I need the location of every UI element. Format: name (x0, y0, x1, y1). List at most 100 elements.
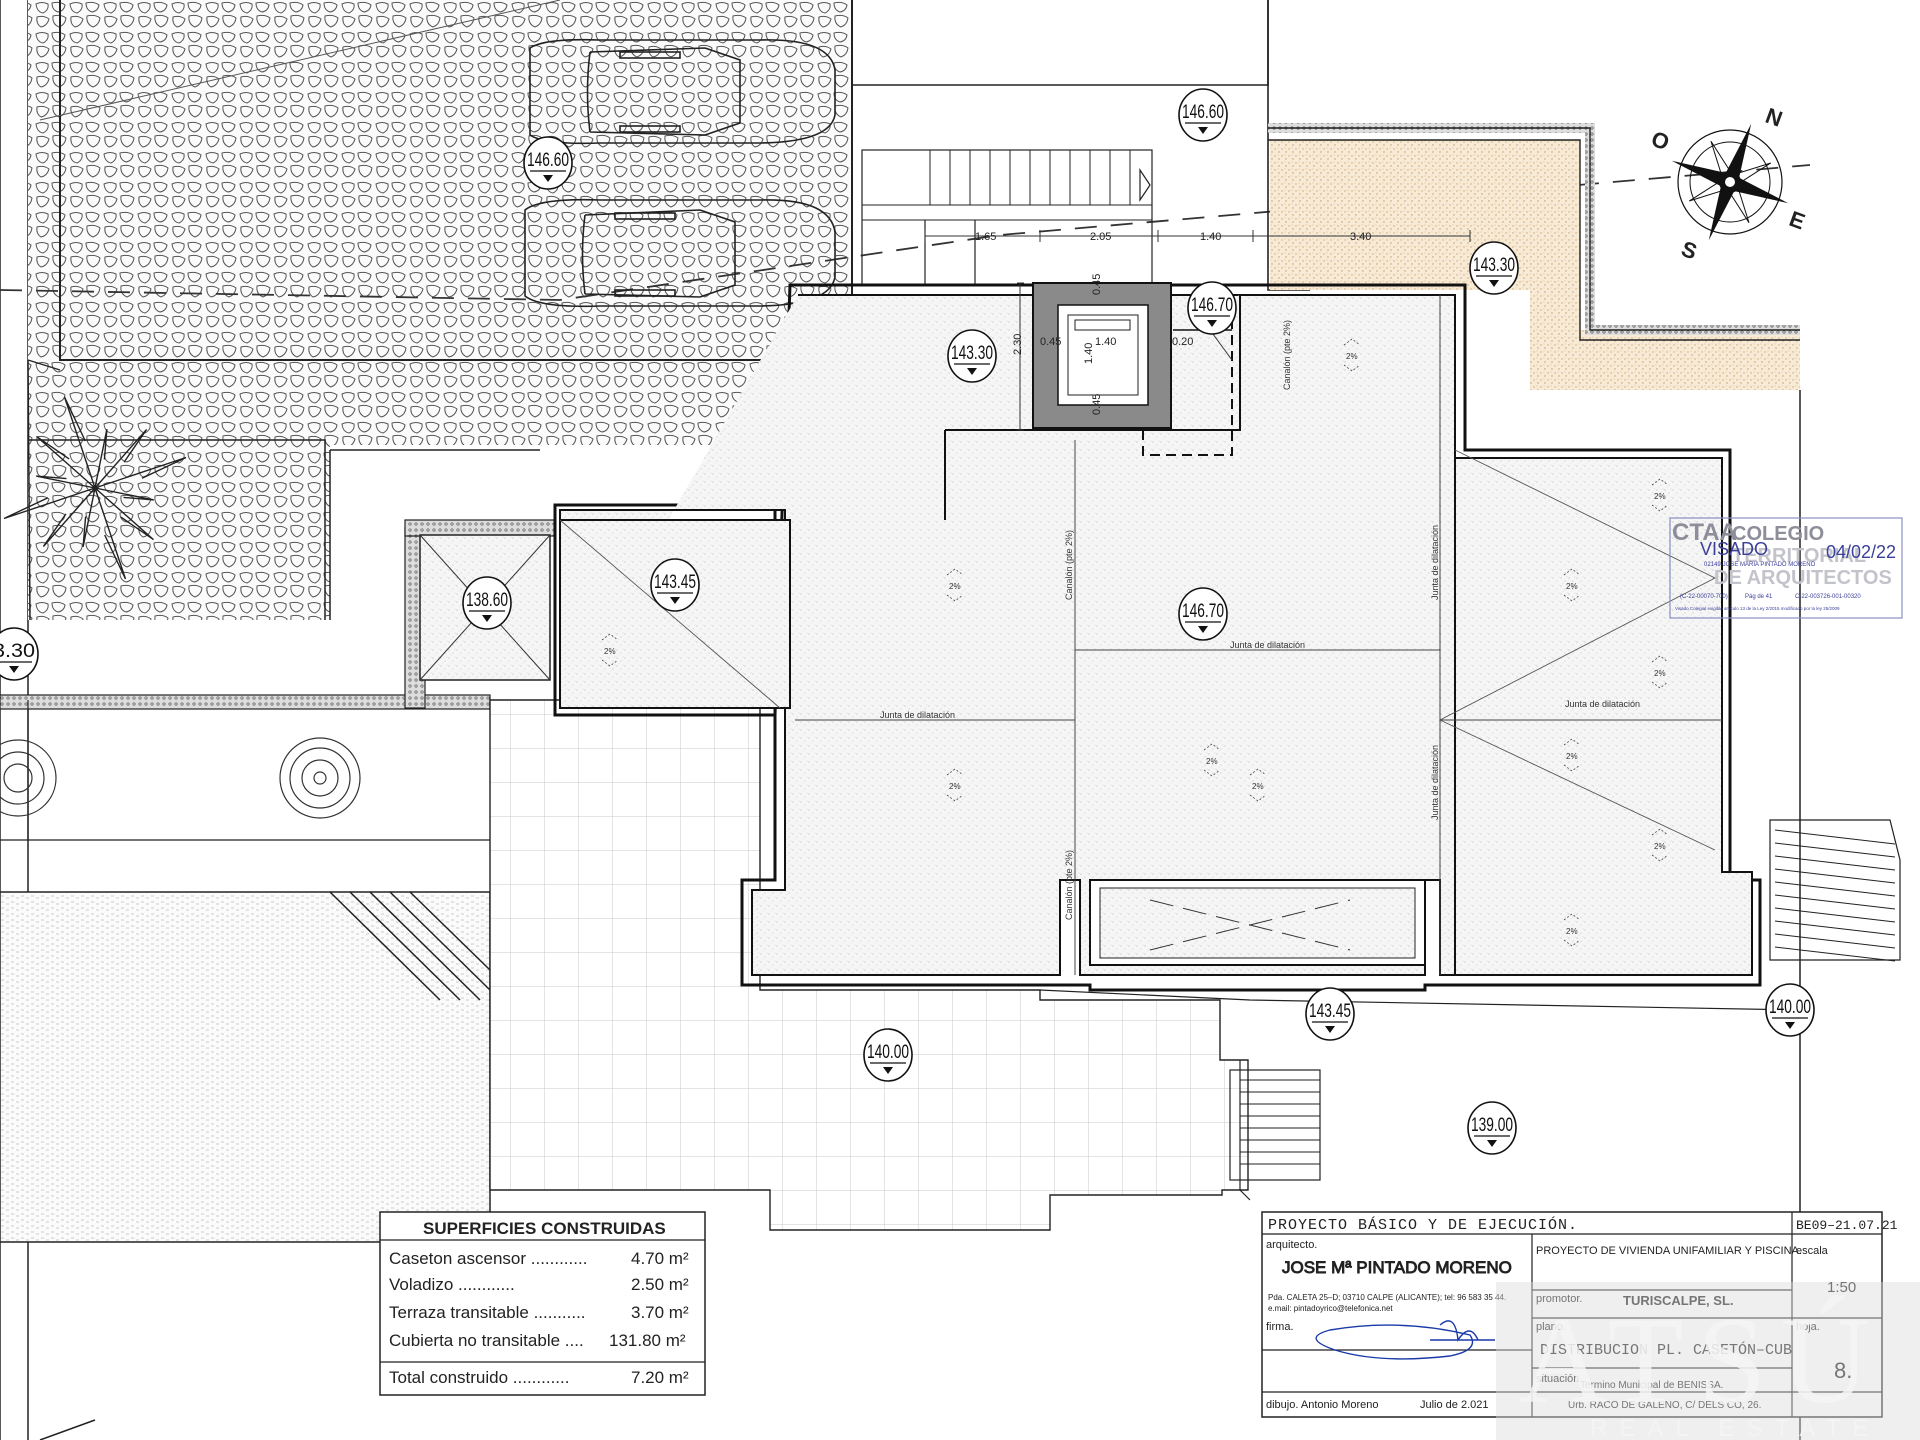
slope-label-5: 2% (1654, 492, 1666, 501)
stamp-line1: COLEGIO (1732, 523, 1824, 545)
joint-label-5: Junta de dilatación (1430, 745, 1440, 820)
joint-label-2: Junta de dilatación (1230, 640, 1305, 650)
joint-label-1: Junta de dilatación (880, 710, 955, 720)
tb-architect-label: arquitecto. (1266, 1239, 1317, 1251)
areas-row-2-label: Voladizo ............ (389, 1275, 515, 1294)
main-roof (553, 283, 1762, 992)
stamp-date: 04/02/22 (1826, 542, 1896, 562)
tb-drawn-by: dibujo. Antonio Moreno (1266, 1399, 1379, 1411)
compass-n: N (1762, 103, 1785, 132)
watermark-brand: ATSÚ (1518, 1292, 1884, 1429)
compass-s: S (1678, 236, 1700, 265)
level-value-lv3: 143.30 (1473, 255, 1515, 276)
level-mark-lv10: 143.45 (1305, 987, 1355, 1041)
upper-enclosure (851, 0, 1310, 291)
level-value-lv2: 146.60 (1182, 102, 1224, 123)
level-mark-lv8: 146.70 (1178, 587, 1228, 641)
areas-row-1-value: 4.70 m² (631, 1249, 689, 1268)
level-value-lv12: 140.00 (867, 1042, 909, 1063)
slope-marker-7: 2% (1651, 655, 1669, 689)
stamp-brand: CTAA (1672, 519, 1737, 546)
areas-title: SUPERFICIES CONSTRUIDAS (423, 1219, 666, 1238)
tb-promoter-label: promotor. (1536, 1293, 1582, 1305)
stamp-note: Visado Colegial exigible artículo 13 de … (1675, 606, 1840, 611)
areas-total-value: 7.20 m² (631, 1368, 689, 1387)
level-value-lv8: 146.70 (1182, 601, 1224, 622)
gutter-label-2: Canalón (pte 2%) (1064, 850, 1074, 920)
tb-sheet-label: hoja. (1796, 1321, 1820, 1333)
compass-o: O (1648, 126, 1673, 155)
level-value-lv5: 146.70 (1191, 295, 1233, 316)
agency-watermark: ATSÚ REAL ESTATE (1496, 1282, 1920, 1440)
stamp-line2: TERRITORIAL (1732, 545, 1866, 567)
slope-marker-12: 2% (1203, 743, 1221, 777)
slope-label-8: 2% (1566, 752, 1578, 761)
gutter-label-1: Canalón (pte 2%) (1064, 530, 1074, 600)
tb-architect-name: JOSE Mª PINTADO MORENO (1282, 1258, 1512, 1277)
level-mark-lv2: 146.60 (1178, 88, 1228, 142)
slope-label-3: 2% (1252, 782, 1264, 791)
level-mark-lv9: 3.30 (0, 627, 39, 681)
shrub-2 (0, 739, 57, 817)
slope-marker-8: 2% (1563, 738, 1581, 772)
dim-4: 3.40 (1350, 231, 1371, 243)
level-mark-lv6: 143.45 (650, 558, 700, 612)
slope-marker-2: 2% (946, 768, 964, 802)
pool (0, 891, 491, 1243)
level-mark-lv1: 146.60 (523, 136, 573, 190)
stamp-ref1: (C-22-00070-700) (1680, 594, 1728, 600)
tb-location-label: situación. (1536, 1373, 1582, 1385)
level-value-lv13: 139.00 (1471, 1115, 1513, 1136)
slope-label-6: 2% (1566, 582, 1578, 591)
dim-230: 2.30 (1012, 334, 1024, 355)
dim-2: 2.05 (1090, 231, 1111, 243)
tb-location2: Urb. RACO DE GALENO, C/ DELS CÓ, 26. (1568, 1398, 1761, 1411)
level-value-lv4: 143.30 (951, 343, 993, 364)
tb-code: BE09–21.07.21 (1796, 1218, 1898, 1233)
areas-row-3-value: 3.70 m² (631, 1303, 689, 1322)
level-mark-lv4: 143.30 (947, 329, 997, 383)
tb-date: Julio de 2.021 (1420, 1399, 1489, 1411)
level-value-lv6: 143.45 (654, 572, 696, 593)
architect-signature (1315, 1320, 1495, 1360)
compass-e: E (1786, 206, 1808, 235)
stamp-architect: 02149-JOSE MARIA PINTADO MORENO (1704, 562, 1816, 568)
areas-row-4-label: Cubierta no transitable .... (389, 1331, 584, 1350)
stamp-line3: DE ARQUITECTOS (1714, 567, 1892, 589)
tb-plan-label: plano. (1536, 1321, 1566, 1333)
level-value-lv11: 140.00 (1769, 997, 1811, 1018)
slope-label-1: 2% (949, 582, 961, 591)
watermark-sub: REAL ESTATE (1590, 1415, 1880, 1440)
lower-stairs (1229, 1069, 1321, 1181)
tb-scale-label: escala (1796, 1245, 1829, 1257)
level-mark-lv13: 139.00 (1467, 1101, 1517, 1155)
areas-table: SUPERFICIES CONSTRUIDAS Caseton ascensor… (379, 1211, 706, 1396)
joint-label-3: Junta de dilatación (1565, 699, 1640, 709)
tb-promoter: TURISCALPE, SL. (1623, 1293, 1734, 1308)
dim-045a: 0.45 (1040, 336, 1061, 348)
side-stairs (1769, 819, 1901, 962)
slope-label-7: 2% (1654, 669, 1666, 678)
level-mark-lv11: 140.00 (1765, 983, 1815, 1037)
tb-plan-name: DISTRIBUCION PL. CASETÓN–CUB (1540, 1341, 1792, 1359)
tiled-terrace (489, 699, 1801, 1231)
areas-row-4-value: 131.80 m² (609, 1331, 686, 1350)
car-lower (524, 198, 836, 308)
dim-045b: 0.45 (1091, 394, 1103, 415)
tb-address1: Pda. CALETA 25–D; 03710 CALPE (ALICANTE)… (1268, 1293, 1506, 1302)
visado-stamp: CTAA COLEGIO TERRITORIAL DE ARQUITECTOS … (1669, 517, 1903, 619)
dim-elev-h: 1.40 (1083, 343, 1095, 364)
slope-label-9: 2% (1566, 927, 1578, 936)
level-mark-lv7: 138.60 (462, 576, 512, 630)
slope-label-4: 2% (1346, 352, 1358, 361)
palm-tree (3, 396, 187, 580)
slope-label-12: 2% (1206, 757, 1218, 766)
elevator-shaft (1032, 282, 1233, 456)
level-mark-lv3: 143.30 (1469, 241, 1519, 295)
level-value-lv9: 3.30 (0, 641, 35, 662)
stamp-ref2: Pág de 41 (1745, 594, 1773, 600)
tb-signature-label: firma. (1266, 1321, 1294, 1333)
dim-045c: 0.45 (1091, 274, 1103, 295)
areas-row-3-label: Terraza transitable ........... (389, 1303, 586, 1322)
